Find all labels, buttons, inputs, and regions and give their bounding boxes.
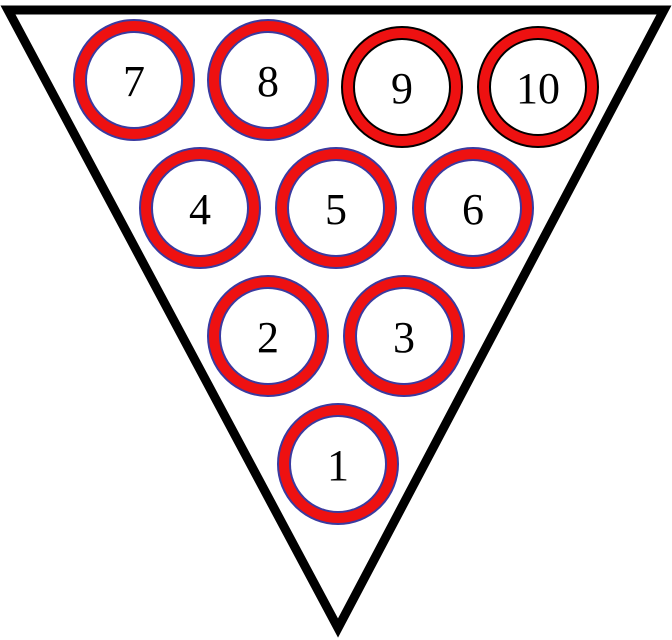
pin-label: 1 [327,441,349,490]
pin-2: 2 [207,275,329,397]
pin-label: 8 [257,57,279,106]
pin-4: 4 [139,147,261,269]
pin-label: 5 [325,185,347,234]
pin-3: 3 [343,275,465,397]
pin-label: 2 [257,313,279,362]
pin-center [287,159,385,257]
pin-label: 6 [462,185,484,234]
pin-center [424,159,522,257]
pin-label: 4 [189,185,211,234]
pin-center [355,287,453,385]
pin-6: 6 [412,147,534,269]
pin-center [219,287,317,385]
pin-center [353,38,451,136]
pin-5: 5 [275,147,397,269]
pin-1: 1 [277,403,399,525]
pin-10: 10 [477,26,599,148]
pin-center [289,415,387,513]
pin-label: 10 [516,64,560,113]
pin-label: 3 [393,313,415,362]
pin-8: 8 [207,19,329,141]
pin-7: 7 [73,19,195,141]
pin-9: 9 [341,26,463,148]
pin-center [489,38,587,136]
pin-center [85,31,183,129]
pin-center [219,31,317,129]
pin-label: 7 [123,57,145,106]
pin-center [151,159,249,257]
pins-group: 7 8 9 10 4 5 6 2 3 1 [73,19,599,525]
pin-label: 9 [391,64,413,113]
